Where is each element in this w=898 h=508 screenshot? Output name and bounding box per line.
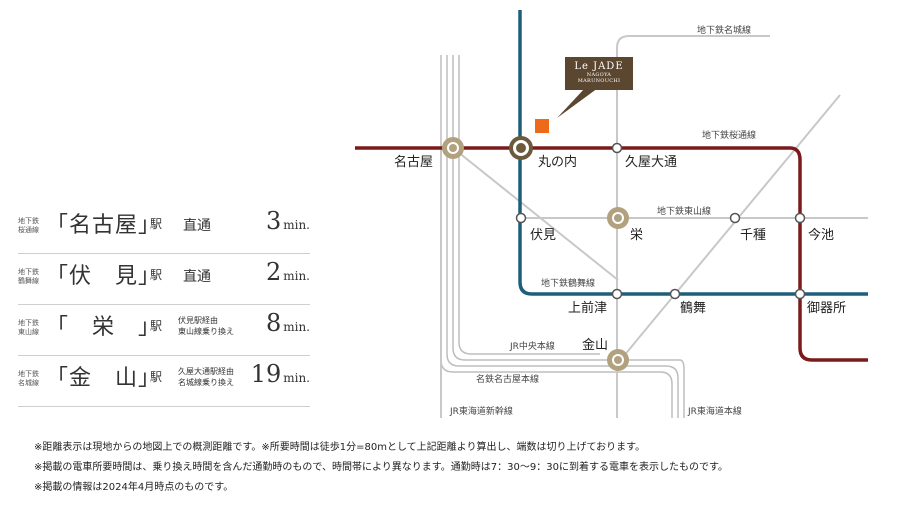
route-minutes: 2 (265, 258, 282, 286)
station-chikusa-marker (729, 212, 741, 224)
route-minutes: 8 (265, 309, 282, 337)
station-sakae-marker (607, 207, 629, 229)
route-station: 「伏 見」 (46, 264, 162, 289)
station-kanayama-marker (607, 349, 629, 371)
route-eki: 駅 (150, 370, 163, 384)
brand-name: Le JADE (574, 61, 624, 72)
route-station: 「 栄 」 (46, 315, 162, 340)
sakuradori-line (355, 146, 868, 362)
route-line: 地下鉄名城線 (18, 370, 39, 387)
station-gokiso-marker (794, 288, 806, 300)
route-minutes: 19 (250, 360, 282, 388)
label-jr-tokaido: JR東海道本線 (687, 405, 742, 417)
station-kamimaezu: 上前津 (568, 300, 607, 316)
note-2: ※掲載の電車所要時間は、乗り換え時間を含んだ通勤時のもので、時間帯により異なりま… (34, 462, 728, 473)
station-nagoya: 名古屋 (394, 154, 433, 170)
route-eki: 駅 (150, 319, 163, 333)
route-method: 伏見駅経由東山線乗り換え (178, 316, 234, 336)
station-fushimi-marker (515, 212, 527, 224)
route-line: 地下鉄鶴舞線 (18, 268, 39, 285)
route-method: 直通 (183, 269, 211, 285)
station-kanayama: 金山 (582, 337, 608, 353)
small-station-markers (515, 142, 806, 300)
station-tsurumai-marker (669, 288, 681, 300)
site-marker (535, 119, 549, 133)
station-sakae: 栄 (630, 228, 643, 243)
station-gokiso: 御器所 (807, 301, 846, 316)
label-sakuradori: 地下鉄桜通線 (702, 129, 756, 141)
note-3: ※掲載の情報は2024年4月時点のものです。 (34, 482, 234, 493)
route-line: 地下鉄東山線 (18, 319, 39, 336)
route-unit: min. (283, 371, 310, 385)
station-tsurumai: 鶴舞 (680, 300, 706, 316)
label-tsurumai: 地下鉄鶴舞線 (541, 277, 595, 289)
route-line: 地下鉄桜通線 (18, 217, 39, 234)
station-marunouchi: 丸の内 (538, 154, 577, 170)
station-hisaya-marker (611, 142, 623, 154)
brand-subtitle: NAGOYA MARUNOUCHI (577, 72, 621, 84)
brand-pointer (557, 88, 598, 118)
meijo-line (440, 35, 868, 418)
route-unit: min. (283, 269, 310, 283)
tsurumai-line (518, 10, 868, 296)
brand-label: Le JADE NAGOYA MARUNOUCHI (565, 57, 633, 90)
route-eki: 駅 (150, 217, 163, 231)
route-unit: min. (283, 320, 310, 334)
route-minutes: 3 (265, 207, 282, 235)
note-1: ※距離表示は現地からの地図上での概測距離です。※所要時間は徒歩1分=80mとして… (34, 442, 646, 453)
route-station: 「金 山」 (46, 366, 162, 391)
route-eki: 駅 (150, 268, 163, 282)
station-imaike: 今池 (808, 227, 834, 243)
station-fushimi: 伏見 (530, 228, 556, 243)
label-meitetsu: 名鉄名古屋本線 (476, 373, 539, 385)
route-map: 地下鉄名城線 地下鉄桜通線 地下鉄東山線 地下鉄鶴舞線 JR中央本線 名鉄名古屋… (355, 10, 868, 418)
notes: ※距離表示は現地からの地図上での概測距離です。※所要時間は徒歩1分=80mとして… (34, 438, 728, 498)
station-marunouchi-marker (509, 136, 533, 160)
route-method: 直通 (183, 218, 211, 234)
label-jr-chuo: JR中央本線 (509, 340, 555, 352)
label-jr-shinkansen: JR東海道新幹線 (449, 405, 513, 417)
station-kamimaezu-marker (611, 288, 623, 300)
route-unit: min. (283, 218, 310, 232)
label-higashiyama: 地下鉄東山線 (657, 205, 711, 217)
station-chikusa: 千種 (740, 227, 766, 243)
route-method: 久屋大通駅経由名城線乗り換え (178, 367, 234, 387)
label-meijo: 地下鉄名城線 (697, 24, 751, 36)
station-nagoya-marker (442, 137, 464, 159)
station-hisaya: 久屋大通 (625, 155, 677, 170)
station-imaike-marker (794, 212, 806, 224)
route-station: 「名古屋」 (46, 213, 162, 238)
